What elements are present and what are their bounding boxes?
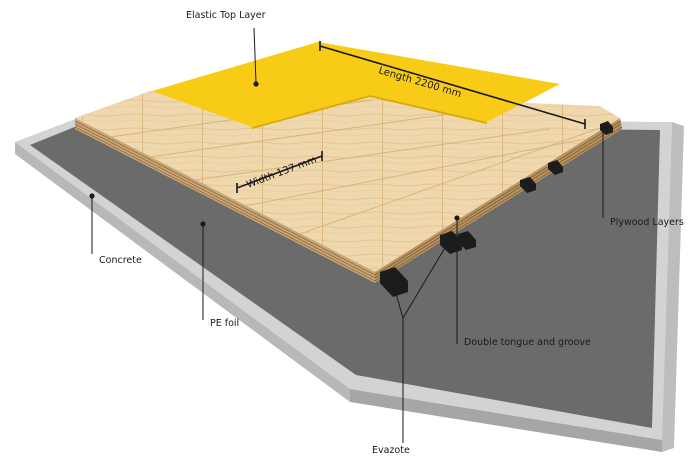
callout-dot-plywood-layers [600,124,606,130]
evazote-block [548,160,563,175]
callout-dot-concrete [89,193,95,199]
concrete-right-edge [350,389,662,452]
plywood-line [74,123,376,279]
evazote-block [458,231,476,250]
label-evazote: Evazote [372,445,410,456]
plywood-line [374,120,622,276]
label-plywood-layers: Plywood Layers [610,217,684,228]
elastic-top-layer [152,42,560,127]
label-pe-foil: PE foil [210,318,240,329]
label-elastic-top-layer: Elastic Top Layer [186,10,266,21]
callout-dot-double-tongue-groove [454,215,460,221]
length-dimension-line [319,45,586,125]
concrete-right-face [662,122,684,452]
board-seam [149,110,471,158]
width-dimension-line [236,155,323,189]
callout-lines [91,27,604,443]
plywood-line [374,126,623,282]
plywood-line [374,123,622,279]
wood-floor-top [75,91,620,272]
callout-line-elastic-top-layer [253,27,257,84]
plywood-line [74,120,376,276]
callout-line-evazote-branch [402,245,447,319]
evazote-block [520,177,536,193]
concrete-left-edge [15,142,350,402]
plywood-line [74,126,376,282]
elastic-top-layer-edge [252,95,487,129]
board-seam [299,127,601,235]
evazote-block [380,267,408,297]
callout-dot-elastic-top-layer [253,81,259,87]
board-seam [244,138,586,207]
label-concrete: Concrete [99,255,142,266]
board-seam [194,128,551,181]
callout-dot-pe-foil [200,221,206,227]
label-double-tongue-groove: Double tongue and groove [464,337,591,348]
callout-dots [89,81,606,227]
